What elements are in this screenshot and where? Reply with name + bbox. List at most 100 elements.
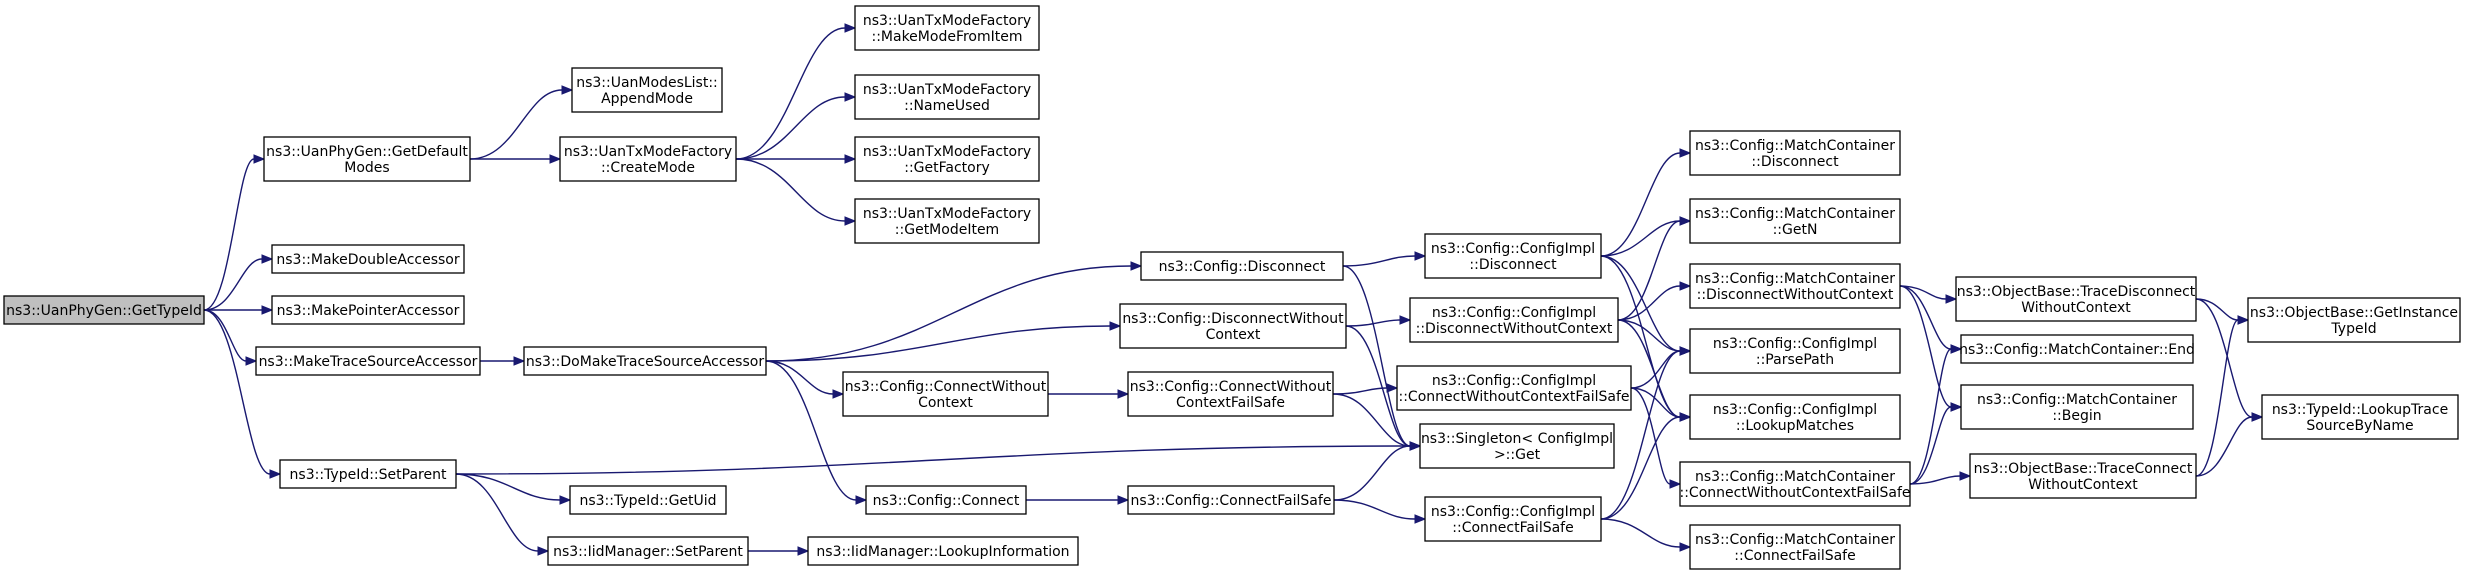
node-make-pointer-accessor[interactable]: ns3::MakePointerAccessor (271, 295, 465, 325)
edge-getTypeId-to-makeDoubleAccessor (203, 254, 274, 311)
node-label: ns3::Config::Disconnect (1159, 259, 1326, 275)
node-label: ns3::ObjectBase::GetInstance (2250, 305, 2458, 321)
node-singleton-get[interactable]: ns3::Singleton< ConfigImpl >::Get (1419, 423, 1615, 469)
node-do-make-trace-source-accessor[interactable]: ns3::DoMakeTraceSourceAccessor (523, 346, 767, 376)
node-label: ns3::Config::ConfigImpl (1713, 402, 1877, 418)
node-config-connect-fail-safe[interactable]: ns3::Config::ConnectFailSafe (1127, 485, 1335, 515)
node-iid-set-parent[interactable]: ns3::IidManager::SetParent (547, 536, 749, 566)
node-label: ns3::Config::ConnectWithout (845, 379, 1047, 395)
node-make-mode-from-item[interactable]: ns3::UanTxModeFactory::MakeModeFromItem (854, 5, 1040, 51)
node-label: ::DisconnectWithoutContext (1697, 287, 1894, 303)
edge-configDisconnect-to-singletonGet (1342, 265, 1422, 451)
node-label: ns3::UanPhyGen::GetTypeId (6, 303, 202, 319)
node-impl-disconnect[interactable]: ns3::Config::ConfigImpl::Disconnect (1424, 233, 1602, 279)
node-make-double-accessor[interactable]: ns3::MakeDoubleAccessor (271, 244, 465, 274)
edge-obTraceConnectWithoutContext-to-obGetInstanceTypeId (2195, 315, 2250, 477)
node-impl-parse-path[interactable]: ns3::Config::ConfigImpl::ParsePath (1689, 328, 1901, 374)
node-mc-connect-without-context-fail-safe[interactable]: ns3::Config::MatchContainer::ConnectWith… (1679, 461, 1911, 507)
edge-doMakeTraceSourceAccessor-to-configDisconnectWithoutContext (765, 321, 1122, 362)
node-impl-disconnect-without-context[interactable]: ns3::Config::ConfigImpl::DisconnectWitho… (1409, 297, 1619, 343)
edge-getDefaultModes-to-createMode (470, 154, 562, 164)
node-mc-connect-fail-safe[interactable]: ns3::Config::MatchContainer::ConnectFail… (1689, 524, 1901, 570)
node-config-connect-without-context-fail-safe[interactable]: ns3::Config::ConnectWithoutContextFailSa… (1127, 371, 1334, 417)
node-iid-lookup-information[interactable]: ns3::IidManager::LookupInformation (807, 536, 1079, 566)
node-label: ns3::Config::ConfigImpl (1713, 336, 1877, 352)
node-label: ns3::Config::ConfigImpl (1432, 373, 1596, 389)
node-append-mode[interactable]: ns3::UanModesList::AppendMode (571, 67, 723, 113)
node-ob-trace-connect-without-context[interactable]: ns3::ObjectBase::TraceConnectWithoutCont… (1969, 453, 2197, 499)
edge-getDefaultModes-to-appendMode (469, 85, 574, 160)
node-name-used[interactable]: ns3::UanTxModeFactory::NameUsed (854, 74, 1040, 120)
node-label: ::ConnectFailSafe (1452, 520, 1573, 536)
node-label: ::GetModeItem (895, 222, 999, 238)
edge-getTypeId-to-makePointerAccessor (204, 305, 274, 315)
edge-implDisconnectWithoutContext-to-mcDisconnectWithoutContext (1617, 281, 1692, 321)
edge-configDisconnect-to-implDisconnect (1342, 251, 1427, 267)
edge-implConnectFailSafe-to-implParsePath (1600, 346, 1692, 520)
node-label: TypeId (2330, 321, 2376, 337)
node-config-connect-without-context[interactable]: ns3::Config::ConnectWithoutContext (842, 371, 1049, 417)
edge-mcDisconnectWithoutContext-to-mcEnd (1899, 285, 1963, 354)
edge-implDisconnect-to-mcDisconnect (1600, 148, 1692, 257)
edge-mcConnectWithoutContextFailSafe-to-obTraceConnectWithoutContext (1909, 471, 1972, 485)
node-config-connect[interactable]: ns3::Config::Connect (865, 485, 1027, 515)
node-get-type-id[interactable]: ns3::UanPhyGen::GetTypeId (3, 295, 205, 325)
node-mc-disconnect[interactable]: ns3::Config::MatchContainer::Disconnect (1689, 130, 1901, 176)
node-label: ns3::Config::MatchContainer (1695, 469, 1895, 485)
edge-doMakeTraceSourceAccessor-to-configConnectWithoutContext (765, 360, 845, 399)
node-mc-get-n[interactable]: ns3::Config::MatchContainer::GetN (1689, 198, 1901, 244)
node-label: ns3::Config::MatchContainer (1977, 392, 2177, 408)
edge-getTypeId-to-typeIdSetParent (203, 309, 282, 479)
node-config-disconnect-without-context[interactable]: ns3::Config::DisconnectWithoutContext (1119, 303, 1347, 349)
node-label: Context (918, 395, 973, 411)
node-label: ns3::IidManager::SetParent (553, 544, 743, 560)
edge-typeIdSetParent-to-iidSetParent (455, 473, 550, 556)
node-mc-end[interactable]: ns3::Config::MatchContainer::End (1959, 334, 2195, 364)
edge-implConnectFailSafe-to-implLookupMatches (1600, 412, 1692, 520)
node-config-disconnect[interactable]: ns3::Config::Disconnect (1140, 251, 1344, 281)
node-label: ns3::Config::DisconnectWithout (1122, 311, 1344, 327)
node-label: ns3::Config::ConnectWithout (1130, 379, 1332, 395)
node-get-factory[interactable]: ns3::UanTxModeFactory::GetFactory (854, 136, 1040, 182)
node-label: ::Disconnect (1751, 154, 1839, 170)
node-label: ns3::DoMakeTraceSourceAccessor (526, 354, 764, 370)
node-ob-trace-disconnect-without-context[interactable]: ns3::ObjectBase::TraceDisconnectWithoutC… (1955, 276, 2197, 322)
node-label: ns3::TypeId::SetParent (290, 467, 447, 483)
edge-mcConnectWithoutContextFailSafe-to-mcEnd (1909, 344, 1963, 485)
edge-mcConnectWithoutContextFailSafe-to-mcBegin (1909, 402, 1963, 485)
node-label: ::ConnectFailSafe (1734, 548, 1855, 564)
edge-configConnectWithoutContext-to-configConnectWithoutContextFailSafe (1048, 389, 1130, 399)
edge-typeIdSetParent-to-singletonGet (455, 441, 1422, 475)
node-impl-connect-fail-safe[interactable]: ns3::Config::ConfigImpl::ConnectFailSafe (1424, 496, 1602, 542)
edge-configDisconnectWithoutContext-to-implDisconnectWithoutContext (1345, 315, 1412, 327)
node-label: ns3::Config::ConfigImpl (1431, 241, 1595, 257)
node-label: ::ConnectWithoutContextFailSafe (1679, 485, 1910, 501)
edge-createMode-to-nameUsed (735, 92, 857, 160)
node-label: ::LookupMatches (1736, 418, 1854, 434)
edge-configConnect-to-configConnectFailSafe (1025, 495, 1130, 505)
edge-doMakeTraceSourceAccessor-to-configConnect (765, 360, 868, 505)
node-type-id-get-uid[interactable]: ns3::TypeId::GetUid (569, 485, 727, 515)
node-label: ns3::Config::MatchContainer (1695, 271, 1895, 287)
edge-makeTraceSourceAccessor-to-doMakeTraceSourceAccessor (480, 356, 526, 366)
node-mc-disconnect-without-context[interactable]: ns3::Config::MatchContainer::DisconnectW… (1689, 263, 1901, 309)
node-create-mode[interactable]: ns3::UanTxModeFactory::CreateMode (559, 136, 737, 182)
node-label: ::CreateMode (601, 160, 695, 176)
node-label: ns3::ObjectBase::TraceDisconnect (1957, 284, 2196, 300)
node-label: ns3::UanPhyGen::GetDefault (266, 144, 468, 160)
node-type-id-set-parent[interactable]: ns3::TypeId::SetParent (279, 459, 457, 489)
node-label: ns3::MakePointerAccessor (277, 303, 460, 319)
node-impl-lookup-matches[interactable]: ns3::Config::ConfigImpl::LookupMatches (1689, 394, 1901, 440)
node-make-trace-source-accessor[interactable]: ns3::MakeTraceSourceAccessor (255, 346, 481, 376)
edge-getTypeId-to-makeTraceSourceAccessor (203, 309, 258, 366)
node-impl-connect-without-context-fail-safe[interactable]: ns3::Config::ConfigImpl::ConnectWithoutC… (1396, 365, 1632, 411)
edge-implConnectWithoutContextFailSafe-to-mcConnectWithoutContextFailSafe (1630, 387, 1682, 489)
edge-implDisconnectWithoutContext-to-mcGetN (1617, 216, 1692, 321)
node-get-mode-item[interactable]: ns3::UanTxModeFactory::GetModeItem (854, 198, 1040, 244)
node-mc-begin[interactable]: ns3::Config::MatchContainer::Begin (1960, 384, 2194, 430)
edge-doMakeTraceSourceAccessor-to-configDisconnect (765, 261, 1143, 362)
node-label: ns3::Config::ConfigImpl (1432, 305, 1596, 321)
